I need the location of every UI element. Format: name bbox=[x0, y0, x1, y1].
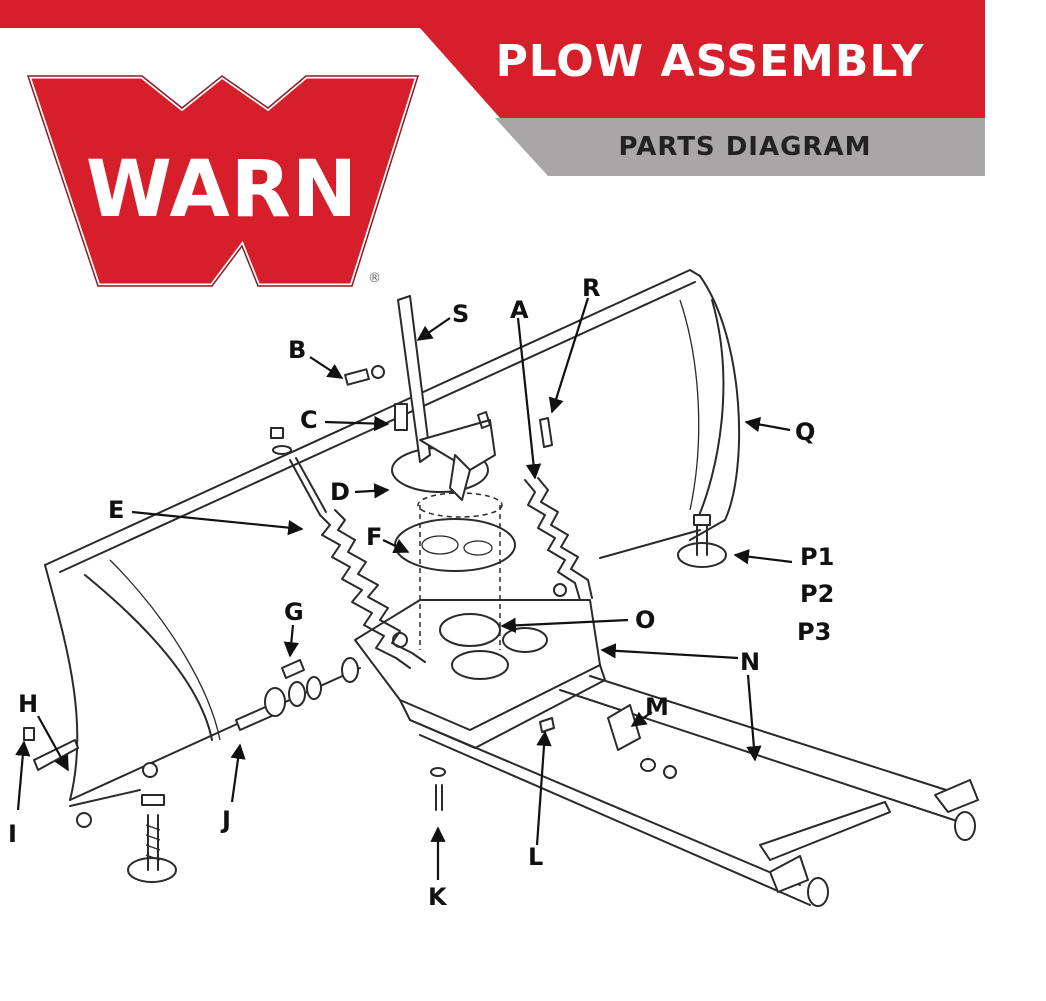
spring-right bbox=[524, 479, 581, 601]
hardware bbox=[23, 365, 727, 883]
callout-h: H bbox=[18, 690, 38, 718]
logo-wordmark: WARN bbox=[86, 145, 358, 235]
springs bbox=[319, 477, 593, 669]
callout-r: R bbox=[582, 274, 600, 302]
frame-tube-end-left bbox=[807, 877, 829, 907]
callout-p3: P3 bbox=[797, 618, 831, 646]
callout-g: G bbox=[284, 598, 304, 626]
handle-spring-c bbox=[394, 403, 408, 431]
callout-a: A bbox=[510, 296, 529, 324]
plow-frame bbox=[409, 675, 979, 907]
registered-mark: ® bbox=[368, 271, 381, 286]
leader-lines bbox=[15, 297, 793, 880]
header-banner: PLOW ASSEMBLY PARTS DIAGRAM bbox=[0, 0, 985, 176]
callout-j: J bbox=[220, 806, 231, 834]
callout-f: F bbox=[366, 523, 382, 551]
skid-shoe-left bbox=[127, 857, 177, 883]
callout-e: E bbox=[108, 496, 124, 524]
warn-logo: WARN ® bbox=[24, 72, 422, 289]
callout-m: M bbox=[645, 693, 669, 721]
callout-b: B bbox=[288, 336, 306, 364]
callout-o: O bbox=[635, 606, 655, 634]
frame-crossbar bbox=[759, 801, 891, 861]
spring-left bbox=[319, 514, 411, 669]
subtitle-banner-gray bbox=[495, 118, 985, 176]
title-banner-red bbox=[0, 0, 985, 118]
callout-d: D bbox=[330, 478, 350, 506]
callout-p1: P1 bbox=[800, 543, 834, 571]
frame-tube-end-right bbox=[954, 811, 976, 841]
skid-shoe-right bbox=[677, 542, 727, 568]
callout-labels: A B C D E F G H I J K L M N O P1 P2 P3 Q… bbox=[8, 274, 834, 911]
callout-n: N bbox=[740, 648, 760, 676]
blade-top-edge bbox=[44, 269, 701, 566]
callout-i: I bbox=[8, 820, 17, 848]
callout-q: Q bbox=[795, 418, 815, 446]
callout-s: S bbox=[452, 300, 469, 328]
disc-f bbox=[394, 518, 516, 572]
pivot-base bbox=[354, 583, 606, 749]
page-title: PLOW ASSEMBLY bbox=[496, 36, 925, 87]
callout-c: C bbox=[300, 406, 318, 434]
page-subtitle: PARTS DIAGRAM bbox=[619, 132, 872, 162]
callout-k: K bbox=[428, 883, 448, 911]
callout-l: L bbox=[528, 843, 543, 871]
lift-handle bbox=[394, 295, 496, 501]
callout-p2: P2 bbox=[800, 580, 834, 608]
